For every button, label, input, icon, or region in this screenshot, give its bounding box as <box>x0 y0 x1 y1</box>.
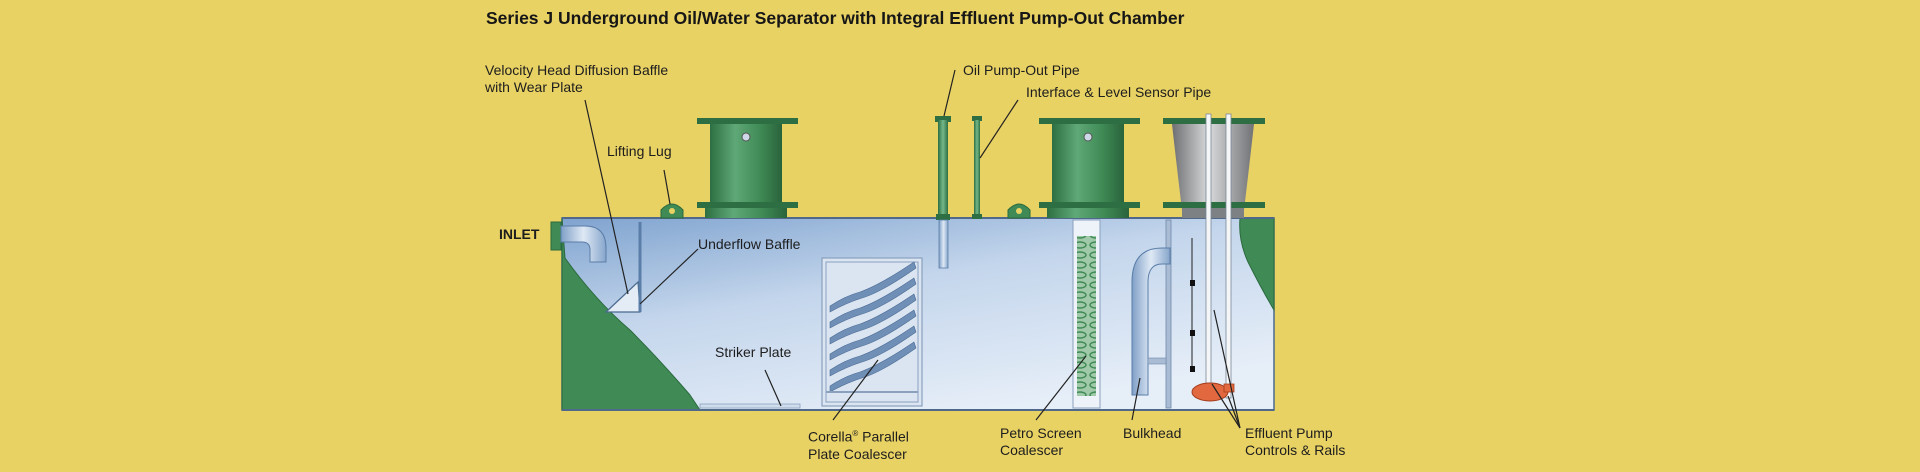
label-effluent-line1: Effluent Pump <box>1245 425 1345 442</box>
label-petro-line1: Petro Screen <box>1000 425 1082 442</box>
label-corella-parallel-plate-coalescer: Corella® Parallel Plate Coalescer <box>808 425 909 463</box>
label-corella-name: Corella <box>808 429 852 445</box>
manway-riser-middle <box>1039 118 1140 218</box>
label-underflow-baffle: Underflow Baffle <box>698 236 800 253</box>
label-corella-rest: Parallel <box>858 429 909 445</box>
label-interface-level-sensor-pipe: Interface & Level Sensor Pipe <box>1026 84 1211 101</box>
label-inlet: INLET <box>499 226 539 243</box>
label-velocity-line1: Velocity Head Diffusion Baffle <box>485 62 668 79</box>
pump-chamber-riser <box>1163 118 1265 218</box>
striker-plate <box>700 404 800 408</box>
lifting-lug-right <box>1008 204 1030 218</box>
label-corella-line2: Plate Coalescer <box>808 446 909 463</box>
label-lifting-lug: Lifting Lug <box>607 143 672 160</box>
label-corella-line1: Corella® Parallel <box>808 425 909 446</box>
label-bulkhead: Bulkhead <box>1123 425 1181 442</box>
label-velocity-head-diffusion-baffle: Velocity Head Diffusion Baffle with Wear… <box>485 62 668 96</box>
corella-parallel-plate-coalescer <box>822 258 922 406</box>
label-striker-plate: Striker Plate <box>715 344 791 361</box>
manway-riser-left <box>697 118 798 218</box>
lifting-lug-left <box>661 204 683 218</box>
label-petro-screen-coalescer: Petro Screen Coalescer <box>1000 425 1082 459</box>
label-oil-pump-out-pipe: Oil Pump-Out Pipe <box>963 62 1080 79</box>
diagram-title: Series J Underground Oil/Water Separator… <box>486 8 1184 29</box>
petro-screen-coalescer <box>1073 220 1100 408</box>
label-effluent-line2: Controls & Rails <box>1245 442 1345 459</box>
label-velocity-line2: with Wear Plate <box>485 79 668 96</box>
label-effluent-pump-controls-rails: Effluent Pump Controls & Rails <box>1245 425 1345 459</box>
label-petro-line2: Coalescer <box>1000 442 1082 459</box>
interface-level-sensor-pipe <box>972 116 982 219</box>
